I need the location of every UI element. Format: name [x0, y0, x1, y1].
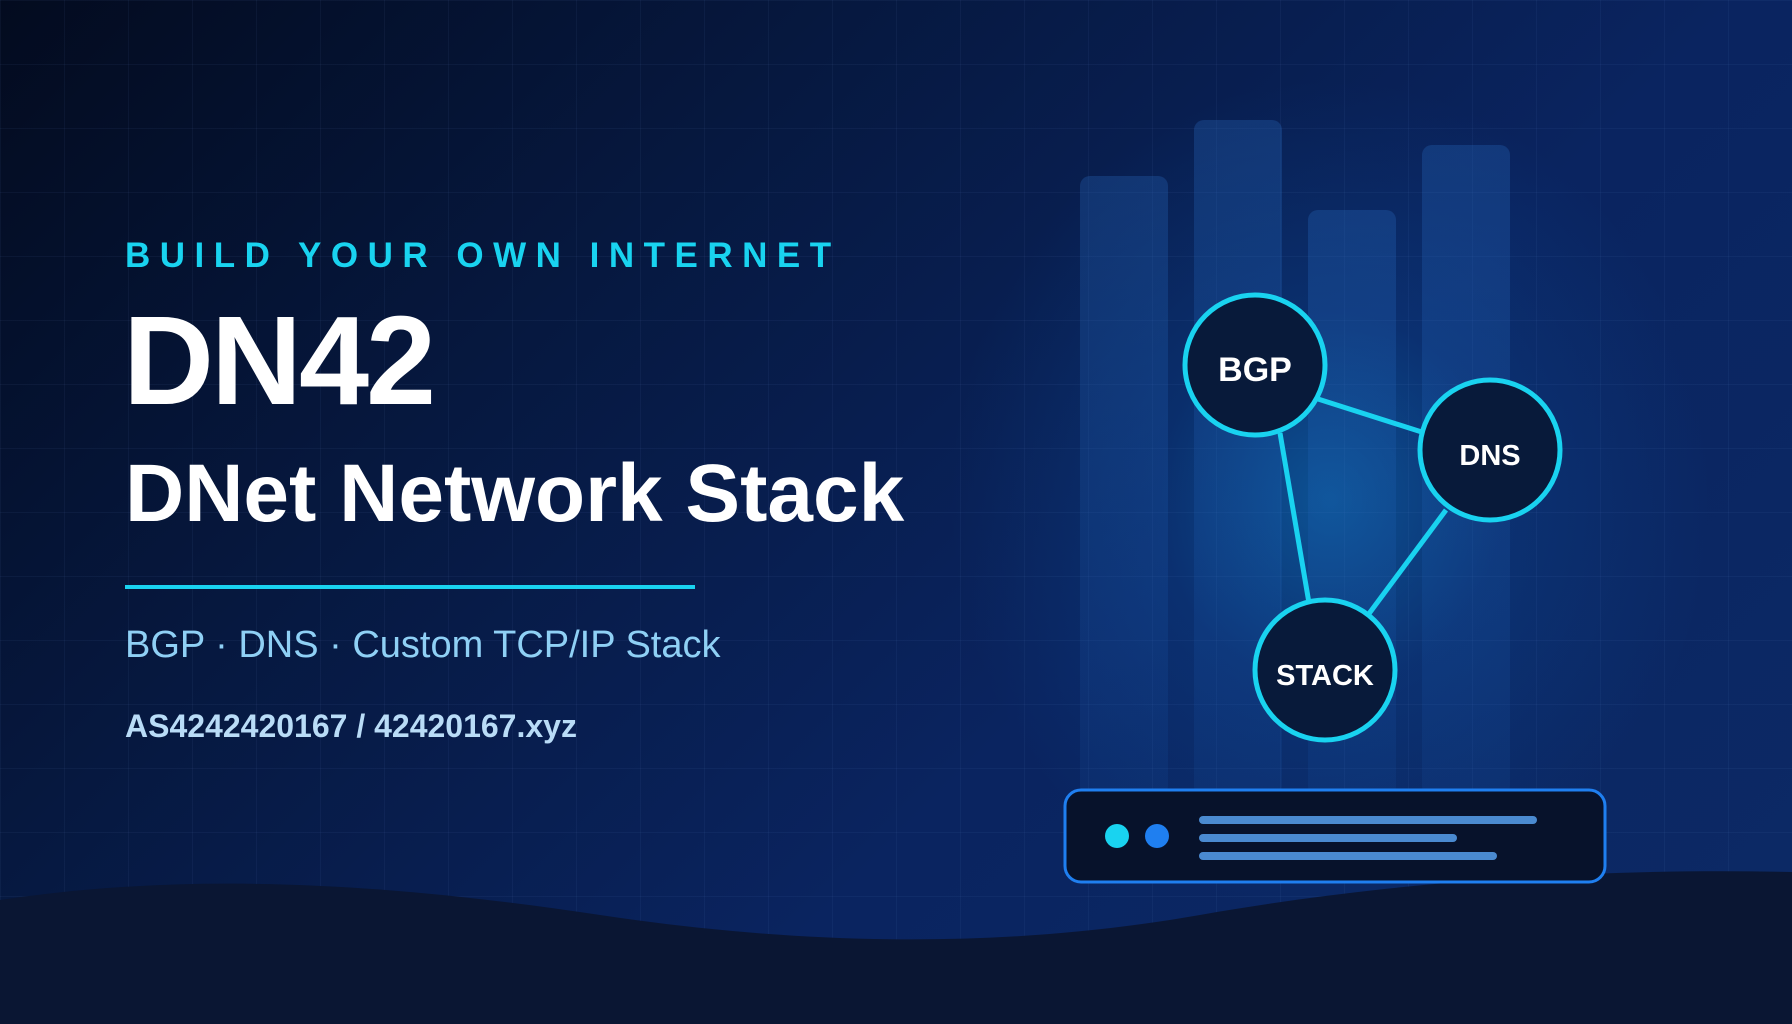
node-stack: STACK — [1252, 597, 1398, 743]
panel-line — [1199, 816, 1537, 824]
server-pillar — [1194, 120, 1282, 796]
network-links — [1277, 396, 1449, 617]
title-divider — [125, 585, 695, 589]
link-dns-stack — [1365, 508, 1449, 617]
node-dns: DNS — [1417, 377, 1563, 523]
server-pillar — [1080, 176, 1168, 796]
server-panel — [1063, 788, 1607, 884]
node-stack-circle — [1252, 597, 1398, 743]
page-title: DN42 — [123, 290, 436, 431]
link-bgp-dns — [1317, 396, 1429, 437]
node-bgp: BGP — [1182, 292, 1328, 438]
node-bgp-label: BGP — [1218, 351, 1292, 389]
status-led-blue — [1145, 824, 1169, 848]
asn-domain: AS4242420167 / 42420167.xyz — [125, 708, 577, 744]
panel-line — [1199, 834, 1457, 842]
panel-line — [1199, 852, 1497, 860]
node-stack-label: STACK — [1276, 660, 1374, 692]
node-dns-label: DNS — [1459, 440, 1520, 472]
tagline: BGP · DNS · Custom TCP/IP Stack — [125, 624, 721, 666]
node-bgp-circle — [1182, 292, 1328, 438]
page-subtitle: DNet Network Stack — [125, 448, 905, 539]
link-bgp-stack — [1277, 432, 1312, 604]
eyebrow-text: BUILD YOUR OWN INTERNET — [125, 236, 841, 275]
node-dns-circle — [1417, 377, 1563, 523]
status-led-cyan — [1105, 824, 1129, 848]
